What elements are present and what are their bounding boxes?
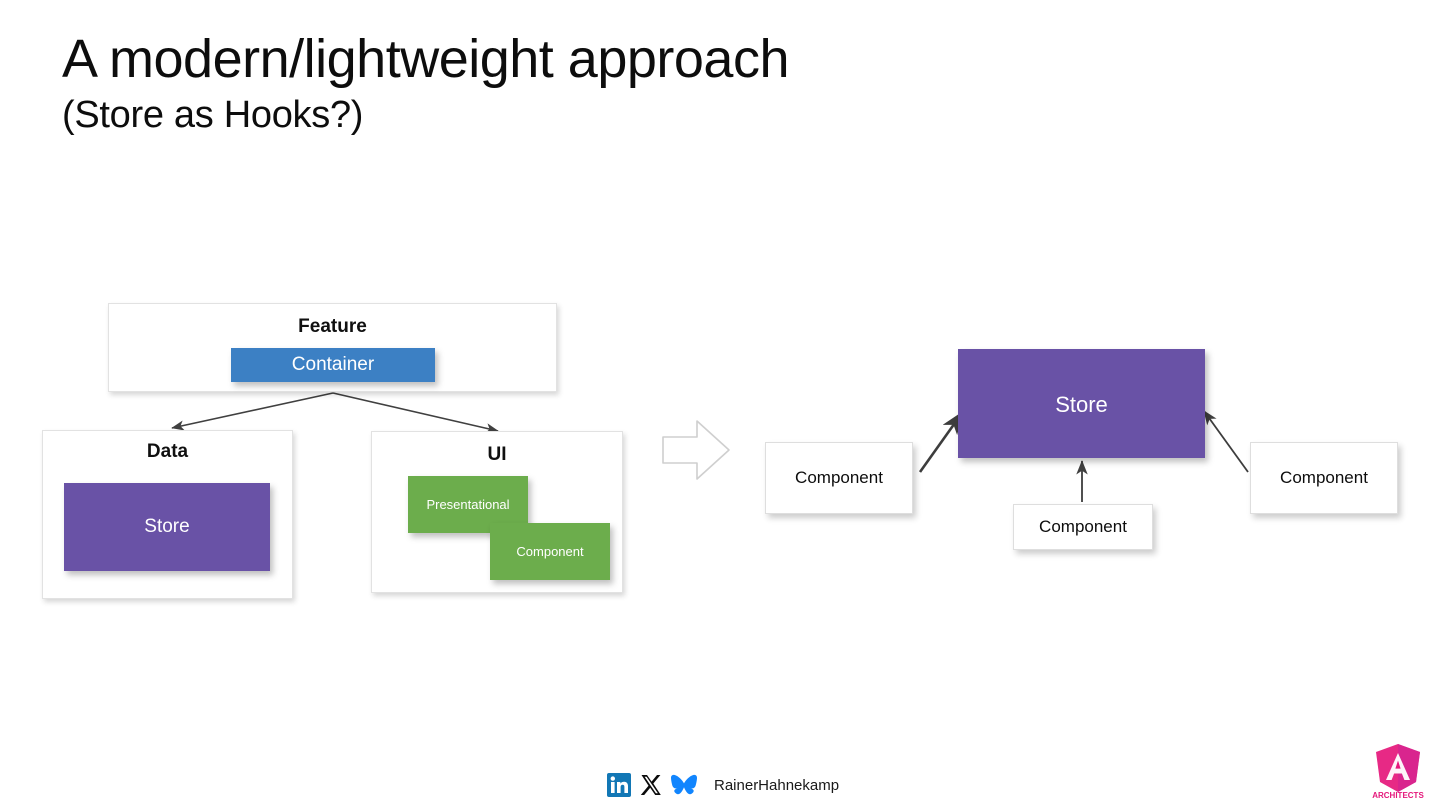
component-box-left[interactable]: Component [765, 442, 913, 514]
linkedin-icon[interactable] [606, 772, 632, 798]
bluesky-icon[interactable] [670, 772, 698, 798]
ui-heading: UI [487, 444, 507, 465]
footer-social-bar: RainerHahnekamp [606, 772, 839, 798]
page-title: A modern/lightweight approach [62, 29, 789, 89]
social-handle: RainerHahnekamp [714, 776, 840, 794]
store-box-right[interactable]: Store [958, 349, 1205, 458]
angular-architects-logo: ARCHITECTS [1372, 744, 1424, 800]
ui-component-box[interactable]: Component [490, 523, 610, 580]
logo-text: ARCHITECTS [1372, 791, 1424, 800]
container-box[interactable]: Container [231, 348, 435, 382]
page-subtitle: (Store as Hooks?) [62, 94, 364, 136]
right-block-arrow-icon [662, 420, 730, 480]
x-twitter-icon[interactable] [638, 772, 664, 798]
feature-heading: Feature [298, 316, 367, 337]
data-heading: Data [146, 441, 189, 462]
component-box-center[interactable]: Component [1013, 504, 1153, 550]
store-box-left[interactable]: Store [64, 483, 270, 571]
component-box-right[interactable]: Component [1250, 442, 1398, 514]
presentational-box[interactable]: Presentational [408, 476, 528, 533]
